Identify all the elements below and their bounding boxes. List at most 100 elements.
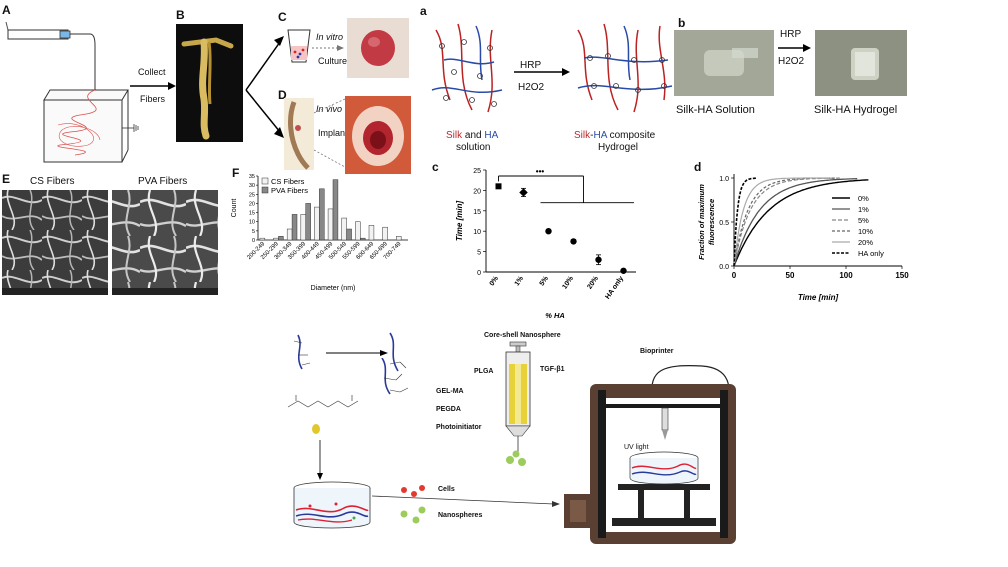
bar-cs-fibers xyxy=(382,226,388,241)
bar-cs-fibers xyxy=(327,208,334,241)
bar-pva-fibers xyxy=(291,214,298,241)
x-tick-label: 20% xyxy=(586,275,600,291)
sem-left-title: CS Fibers xyxy=(30,176,75,187)
legend-label: 5% xyxy=(858,216,869,225)
fiber-bundle-photo xyxy=(176,24,243,142)
bioprinter-label: Bioprinter xyxy=(640,348,674,355)
bar-pva-fibers xyxy=(278,236,284,241)
nanosphere-title: Core-shell Nanosphere xyxy=(484,332,561,339)
bar-cs-fibers xyxy=(259,237,266,241)
arrow-culture xyxy=(312,45,344,51)
bioprinter xyxy=(564,365,736,544)
collect-label: Collect xyxy=(138,67,166,77)
data-point xyxy=(570,238,577,245)
y-axis-label: Count xyxy=(231,199,238,218)
animal-icon xyxy=(284,98,314,170)
gelma-structure xyxy=(381,358,409,395)
cells-label: Cells xyxy=(438,486,455,493)
hydrogel-photo-label: Silk-HA Hydrogel xyxy=(814,104,898,116)
bar-cs-fibers xyxy=(314,206,320,241)
y-tick-label: 30 xyxy=(249,183,255,189)
curve-0 xyxy=(733,179,869,267)
bar-cs-fibers xyxy=(286,228,293,241)
legend-swatch xyxy=(261,177,269,185)
h2o2-label-b: H2O2 xyxy=(778,56,805,67)
panel-label-a: a xyxy=(420,4,427,18)
panel-label-A: A xyxy=(2,3,11,17)
chemistry-scheme xyxy=(287,332,399,434)
bar-cs-fibers xyxy=(396,236,402,241)
legend-swatch xyxy=(261,186,269,194)
panel-label-C: C xyxy=(278,10,287,24)
y-tick-label: 25 xyxy=(249,192,255,198)
curve-5 xyxy=(733,177,841,267)
chart-fiber-diameter: 05101520253035200-249250-299300-349350-3… xyxy=(231,174,408,292)
hydrogel-caption: Silk-HA composite xyxy=(574,130,656,141)
bar-pva-fibers xyxy=(346,228,352,241)
culture-label: Culture xyxy=(318,56,348,66)
arrow-photo-b xyxy=(778,44,811,52)
culture-dish-icon xyxy=(287,29,311,63)
curve-20 xyxy=(733,177,830,267)
data-point xyxy=(495,183,502,190)
solution-photo-label: Silk-HA Solution xyxy=(676,104,755,116)
bar-cs-fibers xyxy=(273,237,279,241)
y-tick-label: 25 xyxy=(473,168,481,175)
y-tick-label: 0 xyxy=(252,238,255,244)
hrp-label-a: HRP xyxy=(520,60,542,71)
syringe-solution xyxy=(59,30,71,39)
hrp-label-b: HRP xyxy=(780,29,802,40)
nanospheres-label: Nanospheres xyxy=(438,512,483,519)
sem-images xyxy=(2,190,218,295)
y-tick-label: 0.0 xyxy=(719,264,729,271)
invivo-label: In vivo xyxy=(316,104,343,114)
bar-pva-fibers xyxy=(360,237,366,241)
panel-label-D: D xyxy=(278,88,287,102)
legend-label: HA only xyxy=(858,249,884,258)
x-tick-label: 150 xyxy=(895,271,909,280)
legend-label: 1% xyxy=(858,205,869,214)
pegda-label: PEGDA xyxy=(436,406,461,413)
h2o2-label-a: H2O2 xyxy=(518,82,545,93)
electrospinning-setup xyxy=(5,21,139,163)
solution-caption-2: solution xyxy=(456,142,491,153)
curve-haonly xyxy=(733,177,757,267)
curve-10 xyxy=(733,177,835,267)
bar-cs-fibers xyxy=(355,221,361,241)
solution-caption: Silk and HA xyxy=(446,130,499,141)
data-point xyxy=(545,228,552,235)
x-tick-label: 5% xyxy=(539,275,551,288)
plga-label: PLGA xyxy=(474,368,494,375)
legend-label: 20% xyxy=(858,238,873,247)
fiber-jet xyxy=(57,89,97,156)
tgf-label: TGF-β1 xyxy=(540,366,565,373)
hydrogel-caption-2: Hydrogel xyxy=(598,142,639,153)
curve-1 xyxy=(733,178,858,267)
y-axis-label-2: fluorescence xyxy=(707,199,716,245)
x-tick-label: 0 xyxy=(732,271,737,280)
nanosphere-syringe xyxy=(505,341,531,466)
y-tick-label: 20 xyxy=(473,188,481,195)
panel-label-d: d xyxy=(694,160,702,174)
legend-label: 0% xyxy=(858,194,869,203)
sem-right-title: PVA Fibers xyxy=(138,176,188,187)
panel-label-b: b xyxy=(678,16,686,30)
y-axis-label-1: Fraction of maximum xyxy=(697,184,706,260)
bar-cs-fibers xyxy=(368,225,375,241)
silk-ha-solution-network xyxy=(431,23,503,113)
bar-pva-fibers xyxy=(319,188,325,241)
panel-label-B: B xyxy=(176,8,185,22)
data-point xyxy=(519,188,528,197)
bar-pva-fibers xyxy=(332,179,339,241)
silk-ha-hydrogel-photo xyxy=(815,30,907,96)
hydrogel-dish xyxy=(293,481,371,529)
composite-hydrogel-network xyxy=(577,23,673,113)
y-tick-label: 0 xyxy=(477,270,481,277)
invitro-label: In vitro xyxy=(316,32,344,42)
y-tick-label: 1.0 xyxy=(719,176,729,183)
syringe-barrel xyxy=(7,29,69,40)
legend-label: PVA Fibers xyxy=(271,186,308,195)
panel-label-F: F xyxy=(232,166,240,180)
cells-nanospheres-icons xyxy=(400,485,426,524)
